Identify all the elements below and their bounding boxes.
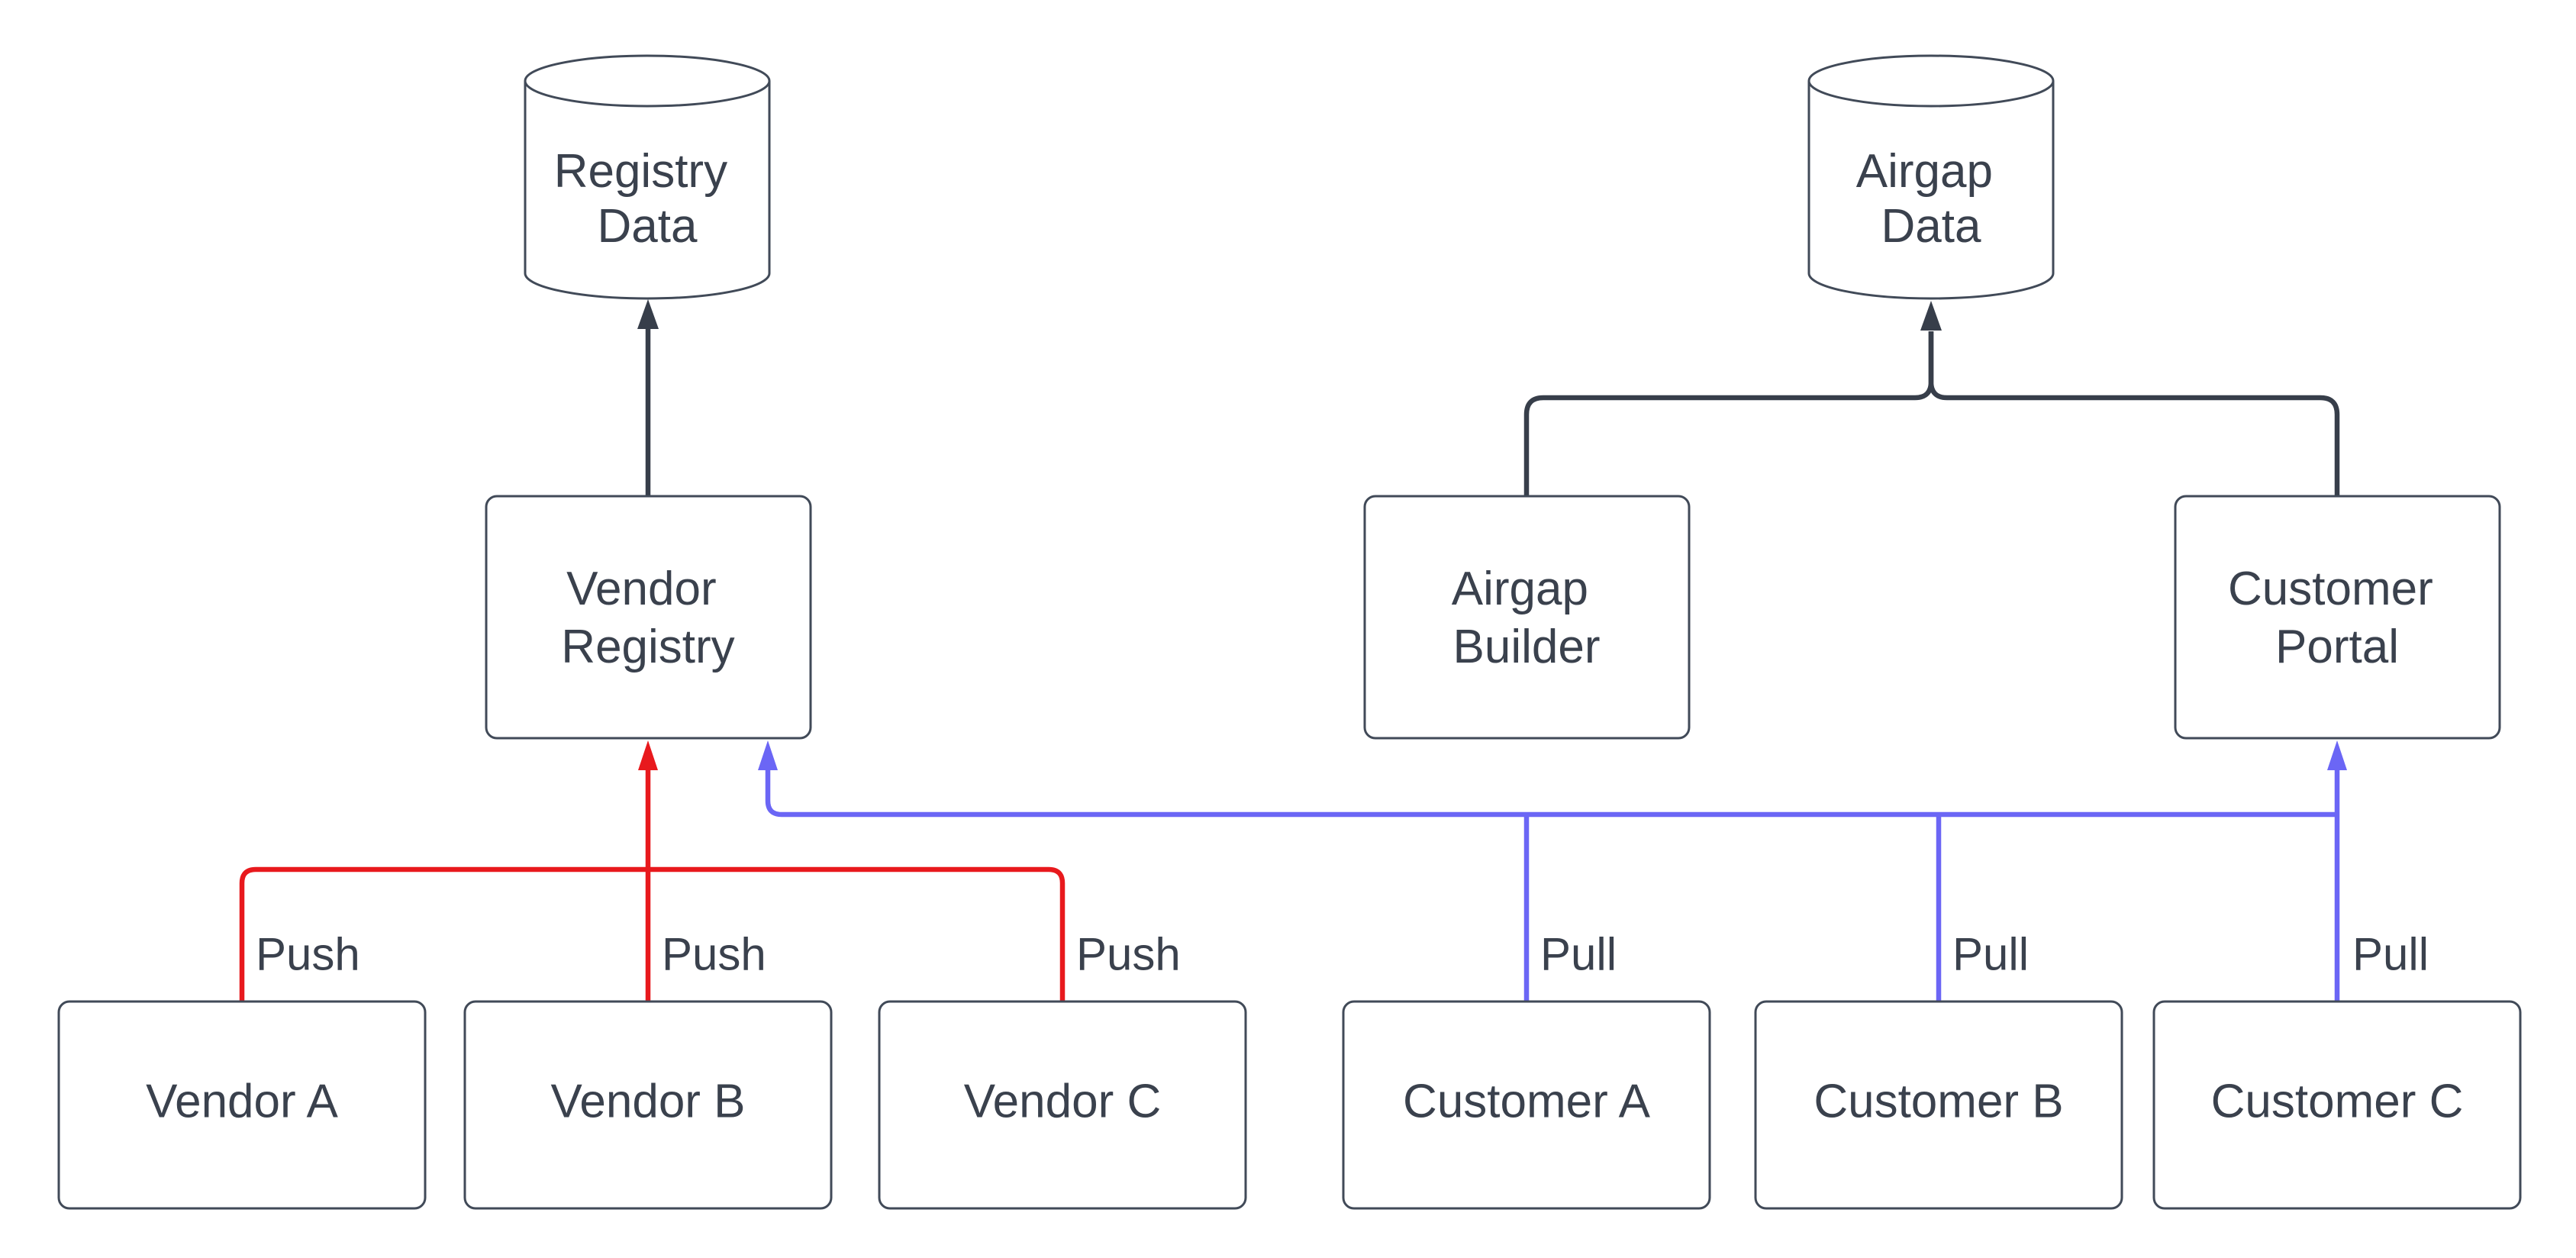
node-shape (1342, 1000, 1711, 1210)
edge-airgap-builder-to-airgap-data (1523, 301, 1942, 496)
node-shape (1754, 1000, 2123, 1210)
node-customer-b: Customer B (1754, 1000, 2123, 1210)
arrowhead-up-icon (1920, 301, 1942, 331)
edge-customer-c-to-customer-portal (2327, 740, 2347, 1002)
cylinder-top (524, 54, 771, 108)
edge-vendor-a-and-c-push-bus (239, 866, 1066, 1002)
edge-line (1928, 331, 2340, 496)
node-customer-portal: Customer Portal (2174, 495, 2501, 740)
node-label: Customer C (2211, 1076, 2464, 1128)
edge-label-push-vendor-c: Push (1076, 929, 1181, 980)
edge-label-push-vendor-b: Push (662, 929, 766, 980)
database-cylinder-icon (1807, 81, 2055, 300)
arrowhead-up-icon (758, 740, 778, 770)
node-registry-data: Registry Data (524, 54, 771, 300)
node-shape (463, 1000, 833, 1210)
edge-label-pull-customer-a: Pull (1540, 929, 1617, 980)
node-label: Vendor Registry (561, 563, 734, 673)
node-shape (2174, 495, 2501, 740)
node-label: Airgap Data (1856, 145, 2006, 253)
node-airgap-builder: Airgap Builder (1363, 495, 1691, 740)
node-label: Vendor B (550, 1076, 745, 1128)
node-shape (1363, 495, 1691, 740)
node-customer-c: Customer C (2152, 1000, 2522, 1210)
edge-line (239, 866, 1066, 1002)
node-label: Vendor A (146, 1076, 338, 1128)
arrowhead-up-icon (2327, 740, 2347, 770)
node-label: Vendor C (964, 1076, 1162, 1128)
node-label: Customer Portal (2228, 563, 2446, 673)
cylinder-top (1807, 54, 2055, 108)
node-shape (57, 1000, 427, 1210)
edge-vendor-registry-to-registry-data (637, 299, 659, 496)
node-airgap-data: Airgap Data (1807, 54, 2055, 300)
edge-pull-bus-to-vendor-registry (758, 740, 2337, 818)
node-customer-a: Customer A (1342, 1000, 1711, 1210)
edge-line (1523, 331, 1934, 496)
edge-line (765, 770, 2337, 818)
edge-label-pull-customer-c: Pull (2352, 929, 2429, 980)
node-label: Customer A (1403, 1076, 1651, 1128)
node-label: Registry Data (554, 145, 741, 253)
node-shape (2152, 1000, 2522, 1210)
node-shape (878, 1000, 1247, 1210)
node-label: Airgap Builder (1452, 563, 1601, 673)
edge-label-push-vendor-a: Push (256, 929, 360, 980)
edge-vendor-b-to-vendor-registry (638, 740, 658, 1002)
arrowhead-up-icon (637, 299, 659, 329)
node-vendor-b: Vendor B (463, 1000, 833, 1210)
database-cylinder-icon (524, 81, 771, 300)
node-vendor-c: Vendor C (878, 1000, 1247, 1210)
node-vendor-registry: Vendor Registry (485, 495, 812, 740)
node-vendor-a: Vendor A (57, 1000, 427, 1210)
edge-customer-portal-to-airgap-data (1928, 331, 2340, 496)
arrowhead-up-icon (638, 740, 658, 770)
edge-label-pull-customer-b: Pull (1952, 929, 2029, 980)
node-shape (485, 495, 812, 740)
node-label: Customer B (1814, 1076, 2063, 1128)
